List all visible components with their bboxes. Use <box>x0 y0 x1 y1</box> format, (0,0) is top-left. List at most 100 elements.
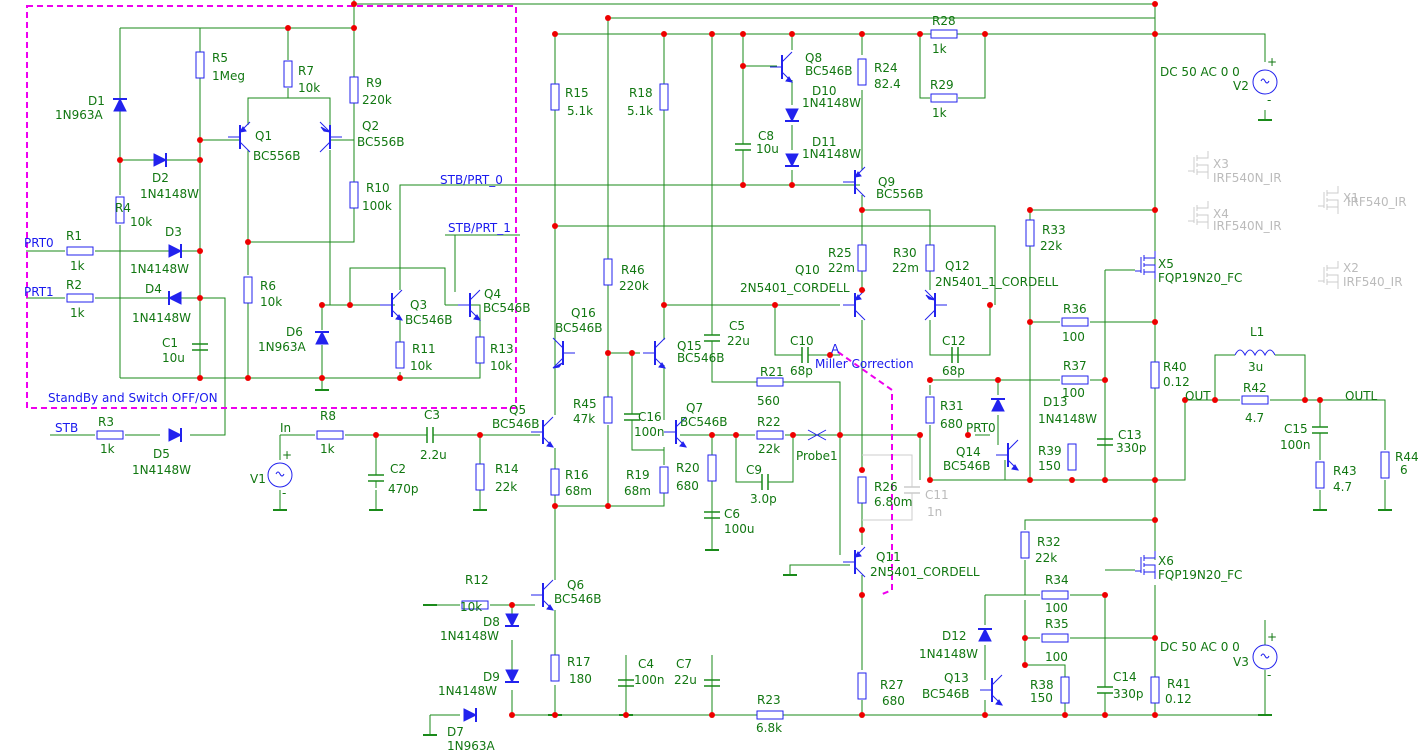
voltage-source-v1[interactable]: +-V1 <box>250 448 293 500</box>
capacitor-c9[interactable]: C93.0p <box>746 463 777 506</box>
probe-symbol[interactable] <box>807 429 827 441</box>
inductor-l1[interactable] <box>1234 349 1276 357</box>
capacitor-c3[interactable]: C32.2u <box>420 408 447 462</box>
